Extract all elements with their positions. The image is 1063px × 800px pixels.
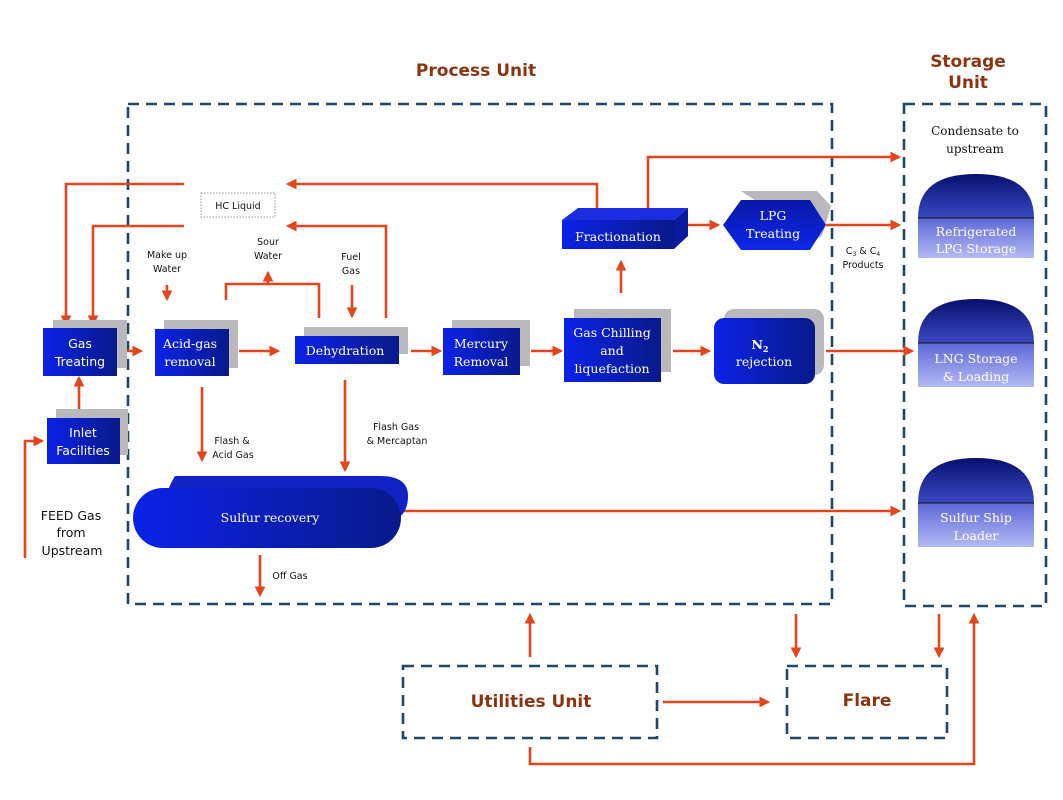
gas-treating-block[interactable]: Gas Treating: [43, 320, 127, 376]
storage-unit-title-line1: Storage: [930, 52, 1006, 72]
acid-gas-label-1: Acid-gas: [162, 336, 217, 351]
gas-chilling-label-2: and: [600, 343, 624, 358]
flash-mercaptan-label-2: & Mercaptan: [367, 436, 428, 447]
mercury-removal-block[interactable]: Mercury Removal: [443, 320, 530, 375]
process-unit-boundary: [126, 102, 834, 606]
dehydration-label: Dehydration: [306, 343, 385, 358]
fractionation-block[interactable]: Fractionation: [562, 208, 688, 249]
feed-gas-label-2: from: [56, 525, 85, 540]
fractionation-hc-liquid-flow: [285, 178, 599, 217]
makeup-water-label-1: Make up: [147, 250, 187, 261]
feed-gas-label-3: Upstream: [42, 543, 103, 558]
sulfur-loader-label-2: Loader: [954, 528, 999, 543]
hc-liquid-return-outer: [60, 182, 184, 327]
sulfur-ship-loader-tank[interactable]: Sulfur Ship Loader: [918, 458, 1034, 547]
n2-label-symbol: N2: [751, 337, 768, 354]
lpg-storage-label-2: LPG Storage: [936, 241, 1017, 256]
utilities-to-storage-flow: [528, 612, 980, 766]
sour-water-label-2: Water: [254, 251, 282, 262]
sour-water-line: [224, 282, 321, 318]
flash-acid-gas-label-1: Flash &: [214, 436, 250, 447]
off-gas-label: Off Gas: [272, 571, 307, 582]
lpg-treating-label-1: LPG: [760, 208, 787, 223]
acid-gas-label-2: removal: [164, 354, 215, 369]
gas-treating-label-1: Gas: [68, 336, 92, 351]
lpg-storage-label-1: Refrigerated: [936, 224, 1017, 239]
fuel-gas-label-2: Gas: [342, 266, 360, 277]
c3c4-label-1: C3 & C4: [846, 246, 881, 258]
feed-gas-flow: [23, 435, 45, 558]
gas-chilling-block[interactable]: Gas Chilling and liquefaction: [564, 309, 671, 382]
lng-storage-label-2: & Loading: [943, 369, 1009, 384]
lng-storage-label-1: LNG Storage: [934, 351, 1017, 366]
inlet-facilities-block[interactable]: Inlet Facilities: [47, 409, 128, 464]
acid-gas-removal-block[interactable]: Acid-gas removal: [155, 320, 238, 376]
hc-liquid-label: HC Liquid: [215, 201, 260, 212]
sulfur-recovery-label: Sulfur recovery: [221, 510, 321, 525]
lpg-treating-label-2: Treating: [746, 226, 800, 241]
gas-chilling-label-1: Gas Chilling: [573, 325, 650, 340]
sulfur-recovery-block[interactable]: Sulfur recovery: [133, 476, 408, 548]
feed-gas-label-1: FEED Gas: [41, 508, 101, 523]
condensate-label-2: upstream: [946, 142, 1004, 156]
process-unit-title: Process Unit: [416, 61, 536, 81]
flash-mercaptan-label-1: Flash Gas: [373, 422, 419, 433]
c3c4-label-2: Products: [842, 260, 883, 271]
lpg-storage-tank[interactable]: Refrigerated LPG Storage: [918, 174, 1034, 258]
hc-liquid-return-inner: [87, 224, 184, 327]
condensate-label-1: Condensate to: [931, 124, 1019, 138]
lng-storage-tank[interactable]: LNG Storage & Loading: [918, 299, 1034, 387]
storage-unit-title-line2: Unit: [948, 73, 988, 93]
n2-label-2: rejection: [736, 354, 792, 369]
flare-boundary: [785, 664, 949, 740]
makeup-water-label-2: Water: [153, 264, 181, 275]
flash-acid-gas-label-2: Acid Gas: [212, 450, 253, 461]
lpg-treating-block[interactable]: LPG Treating: [723, 191, 831, 250]
mercury-label-2: Removal: [454, 354, 509, 369]
gas-chilling-label-3: liquefaction: [574, 361, 649, 376]
fuel-gas-label-1: Fuel: [341, 252, 360, 263]
sour-water-label-1: Sour: [257, 237, 279, 248]
utilities-unit-boundary: [401, 664, 659, 740]
condensate-flow: [646, 151, 902, 217]
dehydration-hc-liquid-flow: [285, 220, 388, 318]
flare-title: Flare: [843, 691, 892, 711]
fractionation-label: Fractionation: [575, 229, 661, 244]
flow-lines: [23, 151, 980, 766]
dehydration-block[interactable]: Dehydration: [295, 327, 408, 364]
inlet-facilities-label-2: Facilities: [56, 443, 110, 458]
n2-rejection-block[interactable]: N2 rejection: [714, 309, 824, 384]
utilities-unit-title: Utilities Unit: [471, 692, 592, 712]
inlet-facilities-label-1: Inlet: [69, 425, 97, 440]
mercury-label-1: Mercury: [454, 336, 509, 351]
hc-liquid-box: [200, 192, 276, 218]
gas-treating-label-2: Treating: [54, 354, 105, 369]
sulfur-loader-label-1: Sulfur Ship: [940, 510, 1012, 525]
